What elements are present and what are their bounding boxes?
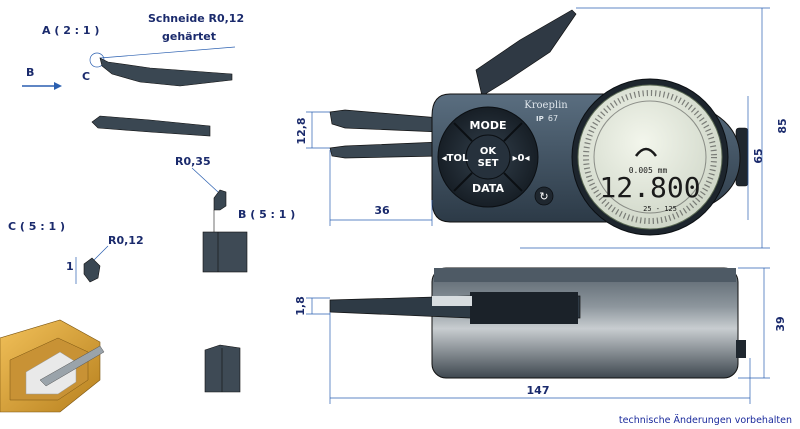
zero-button: ▸0◂ [513, 153, 530, 164]
dimension-lines [306, 7, 770, 404]
detail-c-radius: R0,12 [108, 234, 144, 247]
gauge-symbol-icon [634, 147, 658, 157]
detail-b-radius: R0,35 [175, 155, 211, 168]
detail-a-callout: Schneide R0,12 [148, 12, 244, 25]
detail-a-label: A ( 2 : 1 ) [42, 24, 99, 37]
gauge-side-view [329, 267, 746, 379]
set-button: SET [478, 158, 499, 169]
view-b-arrow-head [54, 82, 62, 90]
lcd-resolution: 0.005 mm [629, 166, 668, 175]
lcd-reading: 12.800 [599, 171, 700, 204]
ip-icon: IP [536, 115, 544, 123]
data-button: DATA [472, 182, 504, 195]
ok-button: OK [480, 146, 498, 157]
footer-note: technische Änderungen vorbehalten [618, 415, 792, 426]
jaw-side-view [91, 115, 211, 137]
view-b-marker: B [26, 66, 34, 79]
dim-jaw-length: 36 [374, 204, 390, 217]
brand-logo: Kroeplin [524, 100, 568, 111]
lcd-range: 25 - 125 [643, 205, 677, 213]
dim-jaw-height: 12,8 [295, 117, 308, 144]
detail-c-dim: 1 [66, 260, 74, 273]
reset-icon: ↻ [539, 190, 548, 203]
detail-b-block [202, 231, 248, 273]
detail-c-tip [83, 257, 101, 283]
detail-c-marker: C [82, 70, 90, 83]
dim-body-height: 65 [752, 148, 765, 163]
detail-b-tip [213, 189, 227, 211]
jaw-top-view [99, 57, 233, 87]
dim-total-height: 85 [776, 118, 789, 133]
detail-b-label: B ( 5 : 1 ) [238, 208, 295, 221]
section-view [204, 344, 241, 393]
dim-depth: 39 [774, 316, 787, 331]
dim-total-length: 147 [527, 384, 550, 397]
mode-button: MODE [470, 119, 507, 132]
gauge-front-view [329, 9, 749, 236]
detail-a-callout-2: gehärtet [162, 30, 216, 43]
tol-button: ◂TOL [442, 153, 469, 164]
dim-tip-thickness: 1,8 [294, 296, 307, 316]
callout-leader [99, 46, 236, 59]
detail-c-label: C ( 5 : 1 ) [8, 220, 65, 233]
ip-rating: 67 [548, 114, 558, 123]
detail-b-leader [191, 167, 219, 193]
cutaway-illustration [0, 319, 105, 413]
detail-c-leader [91, 245, 109, 263]
